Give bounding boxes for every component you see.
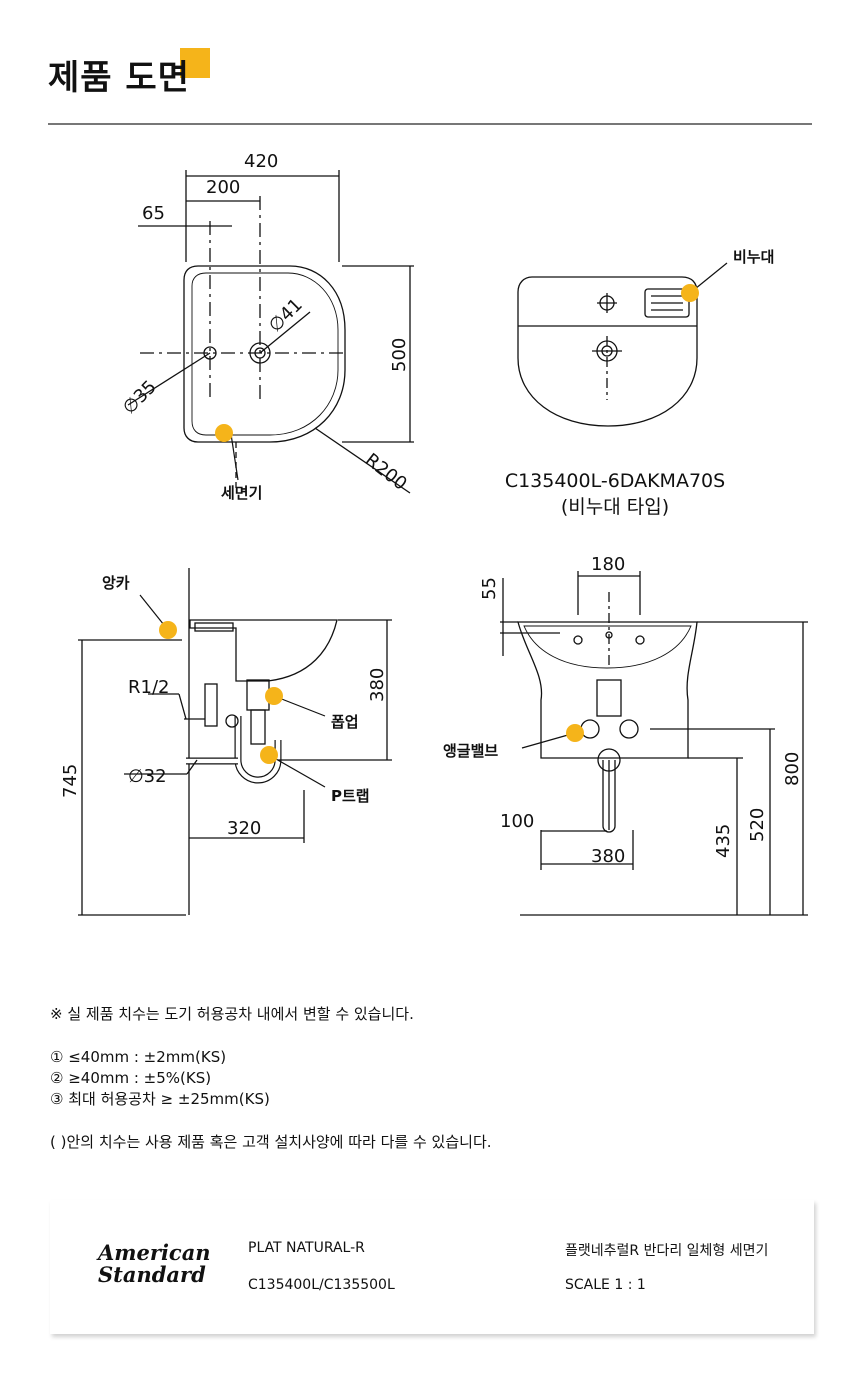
note-tolerance-2: ② ≥40mm : ±5%(KS): [50, 1069, 212, 1087]
dim-55: 55: [479, 577, 500, 600]
dim-pipe-32: ∅32: [128, 766, 167, 787]
callout-popup: 폽업: [331, 713, 359, 731]
dim-500: 500: [389, 338, 410, 372]
dim-435: 435: [713, 824, 734, 858]
callout-leaders: [139, 262, 728, 788]
dim-thread-r1-2: R1/2: [128, 677, 169, 698]
product-name: PLAT NATURAL-R: [248, 1240, 365, 1256]
dim-hole-35: ∅35: [119, 376, 161, 418]
title-accent-mark: [180, 48, 210, 78]
dim-800: 800: [782, 752, 803, 786]
front-view: [500, 571, 808, 916]
dim-520: 520: [747, 808, 768, 842]
top-view: [127, 170, 414, 494]
page-title: 제품 도면: [48, 58, 190, 98]
note-tolerance-1: ① ≤40mm : ±2mm(KS): [50, 1048, 227, 1066]
note-tolerance-variance: ※ 실 제품 치수는 도기 허용공차 내에서 변할 수 있습니다.: [50, 1005, 414, 1023]
dim-380-height: 380: [367, 668, 388, 702]
brand-logo: American Standard: [98, 1242, 211, 1286]
dim-745: 745: [60, 764, 81, 798]
dim-65: 65: [142, 203, 165, 224]
product-description: 플랫네추럴R 반다리 일체형 세면기: [565, 1243, 769, 1259]
dim-100: 100: [500, 811, 534, 832]
title-block: American Standard PLAT NATURAL-R C135400…: [50, 1200, 814, 1334]
dim-hole-41: ∅41: [265, 294, 307, 336]
side-view: [78, 568, 392, 916]
callout-p-trap: P트랩: [331, 787, 370, 805]
note-tolerance-3: ③ 최대 허용공차 ≥ ±25mm(KS): [50, 1090, 270, 1108]
logo-line-2: Standard: [98, 1262, 206, 1287]
note-bracket-dimensions: ( )안의 치수는 사용 제품 혹은 고객 설치사양에 따라 다를 수 있습니다…: [50, 1133, 492, 1151]
callout-soap-shelf: 비누대: [733, 248, 774, 266]
shelf-type-view: [517, 276, 698, 427]
dim-320: 320: [227, 818, 261, 839]
callout-basin: 세면기: [221, 484, 262, 502]
dim-200: 200: [206, 177, 240, 198]
model-number: C135400L-6DAKMA70S: [505, 470, 725, 492]
dim-380-width: 380: [591, 846, 625, 867]
model-note: (비누대 타입): [561, 496, 669, 518]
callout-angle-valve: 앵글밸브: [443, 742, 498, 760]
dim-420: 420: [244, 151, 278, 172]
drawing-scale: SCALE 1 : 1: [565, 1277, 646, 1293]
technical-drawing: 420 200 65 500 ∅41 ∅35 R200 세면기 비누대 C135…: [60, 151, 808, 916]
title-divider: [48, 123, 812, 125]
model-codes: C135400L/C135500L: [248, 1277, 395, 1293]
callout-dots: [159, 284, 699, 764]
logo-line-1: American: [98, 1240, 211, 1265]
tolerance-notes: ※ 실 제품 치수는 도기 허용공차 내에서 변할 수 있습니다. ① ≤40m…: [50, 1004, 492, 1153]
callout-anchor: 앙카: [102, 574, 130, 592]
dim-180: 180: [591, 554, 625, 575]
